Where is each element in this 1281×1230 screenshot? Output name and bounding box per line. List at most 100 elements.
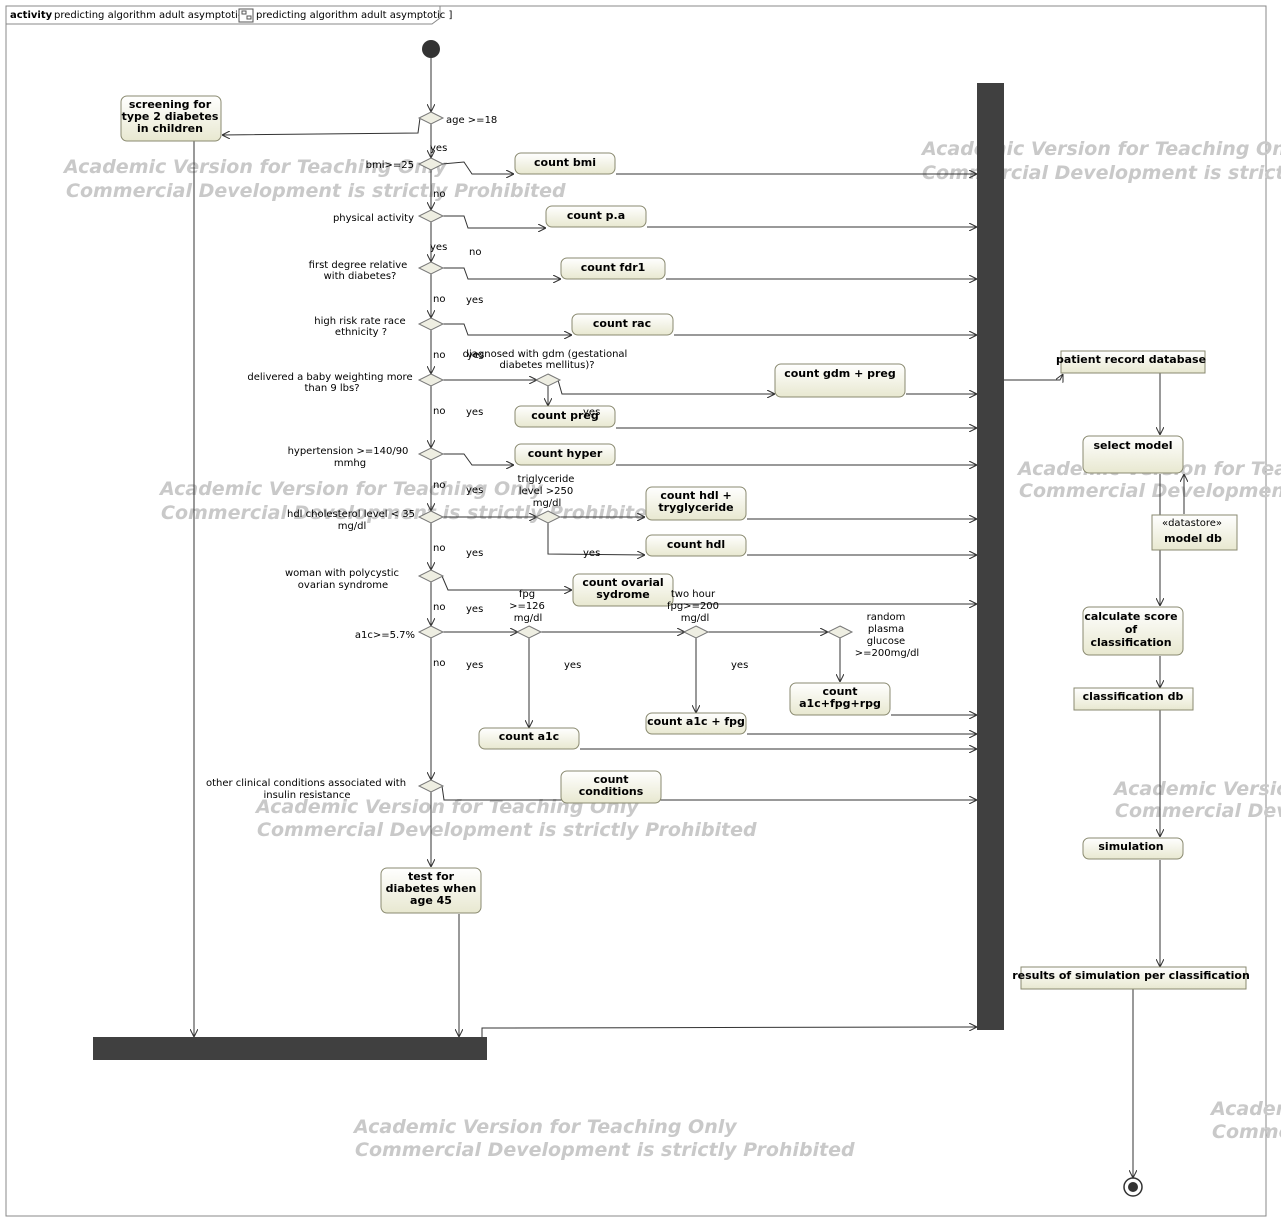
label-triglyceride-line-3: mg/dl (533, 498, 562, 509)
label-gdm-line-2: diabetes mellitus)? (499, 360, 594, 371)
decision-rpg (826, 625, 854, 639)
label-yes-9: yes (466, 660, 483, 671)
label-triglyceride-line-2: level >250 (519, 486, 573, 497)
decision-hdl (417, 510, 445, 524)
decision-pcos (417, 569, 445, 583)
action-count-a1c-fpg: count a1c + fpg (645, 712, 747, 735)
action-simulation: simulation (1082, 837, 1184, 860)
label-a1c: a1c>=5.7% (355, 630, 415, 641)
label-yes-7: yes (466, 548, 483, 559)
label-yes-tri: yes (583, 548, 600, 559)
action-test-for-diabetes: test for diabetes when age 45 (380, 867, 482, 914)
decision-a1c (417, 625, 445, 639)
decision-baby (417, 373, 445, 387)
action-screening-line-2: type 2 diabetes (122, 110, 219, 123)
action-simulation-label: simulation (1098, 840, 1163, 853)
watermark-7a: Academic Version for Teaching Only (352, 1116, 738, 1138)
decision-fdr (417, 261, 445, 275)
label-no-9: no (433, 658, 445, 669)
watermark-1b: Commercial Development is strictly Prohi… (66, 180, 566, 202)
label-bmi: bmi>=25 (366, 160, 414, 171)
label-no-3: no (433, 294, 445, 305)
initial-node (422, 40, 440, 58)
action-count-a1c-fpg-rpg-line-1: count (823, 685, 858, 698)
object-patient-record-database-label: patient record database (1056, 353, 1206, 366)
action-select-model: select model (1082, 435, 1184, 474)
join-bar-right (977, 83, 1004, 1030)
label-race-line-2: ethnicity ? (335, 327, 387, 338)
action-count-hyper: count hyper (514, 443, 616, 466)
decision-nodes (417, 111, 854, 793)
action-test-for-diabetes-line-2: diabetes when (386, 882, 477, 895)
action-count-ovarial-syndrome-line-2: sydrome (596, 588, 650, 601)
label-pcos-line-1: woman with polycystic (285, 568, 399, 579)
label-hdl-line-2: mg/dl (338, 521, 367, 532)
label-yes-8: yes (466, 604, 483, 615)
label-other-line-2: insulin resistance (263, 790, 350, 801)
label-two-hour-line-1: two hour (671, 589, 716, 600)
label-hypertension-line-1: hypertension >=140/90 (288, 446, 409, 457)
object-results-of-simulation-label: results of simulation per classification (1012, 969, 1250, 982)
label-fdr-line-2: with diabetes? (324, 271, 397, 282)
decision-fpg (515, 625, 543, 639)
object-model-db-stereotype: «datastore» (1162, 518, 1222, 529)
label-yes-5: yes (466, 407, 483, 418)
watermark-4b: Commercial Development is strictly Prohi… (1019, 480, 1281, 502)
action-count-pa-label: count p.a (567, 209, 625, 222)
action-count-conditions-line-2: conditions (579, 785, 644, 798)
action-count-hyper-label: count hyper (528, 447, 603, 460)
action-calculate-score: calculate score of classification (1082, 606, 1184, 656)
label-other-line-1: other clinical conditions associated wit… (206, 778, 406, 789)
watermark-6a: Academic Version for Teaching Only (254, 796, 640, 818)
label-yes-4: yes (467, 350, 484, 361)
label-yes-1: yes (430, 143, 447, 154)
action-count-gdm-preg: count gdm + preg (774, 363, 906, 398)
label-age: age >=18 (446, 115, 497, 126)
frame-kind: activity (10, 10, 53, 21)
label-yes-gdm: yes (583, 407, 600, 418)
label-yes-2: yes (430, 242, 447, 253)
label-rpg-line-4: >=200mg/dl (855, 648, 919, 659)
action-count-conditions: count conditions (560, 770, 662, 804)
decision-two-hour (682, 625, 710, 639)
final-node (1123, 1177, 1143, 1197)
label-fpg-line-3: mg/dl (514, 613, 543, 624)
action-calculate-score-line-3: classification (1090, 636, 1171, 649)
watermark-8a: Academic Version for Teaching Only (1209, 1098, 1281, 1120)
action-count-conditions-line-1: count (594, 773, 629, 786)
action-screening-line-3: in children (137, 122, 203, 135)
label-triglyceride-line-1: triglyceride (518, 474, 575, 485)
decision-bmi (417, 157, 445, 171)
watermark-5b: Commercial Development is strictly Prohi… (1115, 800, 1281, 822)
action-count-hdl-tryglyceride-line-2: tryglyceride (658, 501, 733, 514)
object-patient-record-database: patient record database (1056, 350, 1206, 374)
object-model-db-label: model db (1164, 532, 1222, 545)
object-classification-db: classification db (1073, 687, 1194, 711)
action-test-for-diabetes-line-1: test for (408, 870, 455, 883)
action-count-a1c: count a1c (478, 727, 580, 750)
watermark-2b: Commercial Development is strictly Prohi… (922, 162, 1281, 184)
object-classification-db-label: classification db (1083, 690, 1184, 703)
label-no-2: no (469, 247, 481, 258)
watermark-7b: Commercial Development is strictly Prohi… (355, 1139, 855, 1161)
label-no-8: no (433, 602, 445, 613)
action-screening-line-1: screening for (129, 98, 212, 111)
watermark-1a: Academic Version for Teaching Only (62, 156, 448, 178)
action-count-hdl: count hdl (645, 534, 747, 557)
label-yes-6: yes (466, 485, 483, 496)
label-pcos-line-2: ovarian syndrome (298, 580, 388, 591)
action-count-a1c-fpg-rpg: count a1c+fpg+rpg (789, 682, 891, 716)
action-select-model-label: select model (1094, 439, 1173, 452)
watermark-8b: Commercial Development is strictly Prohi… (1212, 1121, 1281, 1143)
label-rpg-line-3: glucose (867, 636, 905, 647)
label-gdm-line-1: diagnosed with gdm (gestational (463, 349, 628, 360)
guard-labels: age >=18 yes bmi>=25 no physical activit… (206, 115, 919, 801)
label-baby-line-1: delivered a baby weighting more (247, 372, 412, 383)
watermark-2a: Academic Version for Teaching Only (920, 138, 1281, 160)
label-no-1: no (433, 189, 445, 200)
watermarks: Academic Version for Teaching Only Comme… (62, 138, 1281, 1161)
diagram-ref-icon (238, 8, 254, 23)
action-count-fdr1-label: count fdr1 (581, 261, 646, 274)
label-no-4: no (433, 350, 445, 361)
